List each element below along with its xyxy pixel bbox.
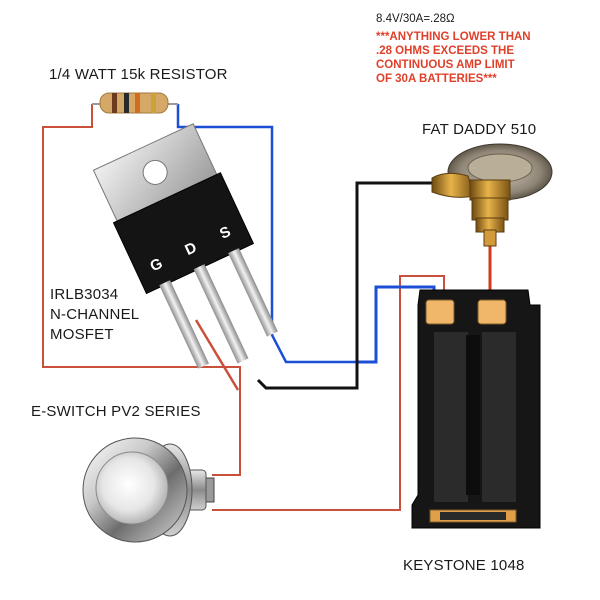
push-switch: [82, 437, 215, 543]
connector-510: [431, 143, 553, 247]
blue-wire-resistor-to-source: [176, 104, 357, 364]
mosfet-label-line-2: N-CHANNEL: [50, 306, 140, 323]
resistance-formula: 8.4V/30A=.28Ω: [376, 13, 455, 25]
red-wire-gate: [194, 319, 240, 391]
mosfet-label-line-3: MOSFET: [50, 326, 114, 343]
resistor-label: 1/4 WATT 15k RESISTOR: [49, 66, 228, 83]
mosfet-label: IRLB3034 N-CHANNEL MOSFET: [50, 285, 139, 345]
battery-holder: [411, 289, 541, 529]
keystone-label: KEYSTONE 1048: [403, 557, 525, 574]
warning-line-3: CONTINUOUS AMP LIMIT: [376, 59, 515, 71]
black-wire-drain-to-510: [256, 181, 455, 390]
amp-limit-warning: ***ANYTHING LOWER THAN .28 OHMS EXCEEDS …: [376, 30, 531, 86]
red-wire-switch-to-holder: [212, 275, 445, 511]
resistor: [92, 92, 178, 114]
switch-label: E-SWITCH PV2 SERIES: [31, 403, 201, 420]
warning-line-1: ***ANYTHING LOWER THAN: [376, 31, 531, 43]
warning-line-2: .28 OHMS EXCEEDS THE: [376, 45, 515, 57]
fat-daddy-510-label: FAT DADDY 510: [422, 121, 537, 138]
mosfet-label-line-1: IRLB3034: [50, 286, 119, 303]
warning-line-4: OF 30A BATTERIES***: [376, 73, 497, 85]
mosfet: G D S: [92, 123, 278, 369]
red-wire-resistor-to-switch: [42, 104, 241, 476]
